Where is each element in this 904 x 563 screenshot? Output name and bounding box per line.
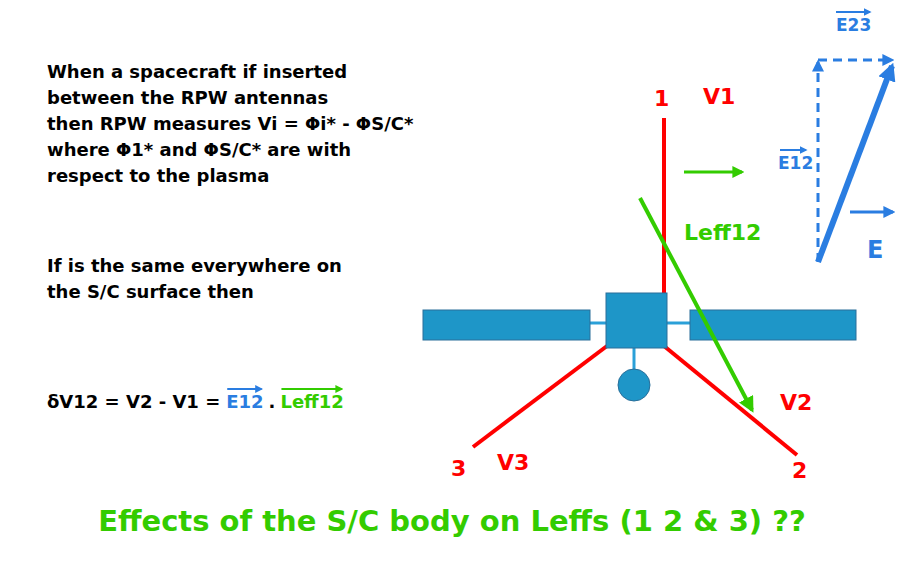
note-text: If is the same everywhere on [47, 256, 342, 277]
antenna-3 [473, 346, 607, 447]
solar-panel [423, 310, 590, 340]
leff-symbol: Leff12 [280, 392, 343, 413]
note-text: the S/C surface then [47, 282, 254, 303]
voltage-label: V1 [703, 84, 735, 109]
note-text: where Φ1* and ΦS/C* are with [47, 140, 351, 161]
vector-arrow [227, 388, 261, 390]
field-vector [818, 66, 892, 262]
note-text: then RPW measures Vi = Φi* - ΦS/C* [47, 114, 413, 135]
slide-title: Effects of the S/C body on Leffs (1 2 & … [98, 505, 806, 538]
vector-arrow [281, 388, 341, 390]
panel-strut [667, 322, 690, 325]
antenna-number: 2 [792, 458, 807, 483]
voltage-label: V2 [780, 390, 812, 415]
e12-component [817, 62, 820, 262]
note-text: When a spacecraft if inserted [47, 62, 347, 83]
antenna-number: 3 [451, 456, 466, 481]
spacecraft-body [606, 293, 667, 348]
note-text: respect to the plasma [47, 166, 269, 187]
note-text: between the RPW antennas [47, 88, 328, 109]
equation-text: δV12 = V2 - V1 = [47, 392, 220, 413]
vector-arrow [780, 149, 806, 151]
vector-arrow [684, 171, 742, 174]
e23-component [818, 59, 892, 62]
voltage-label: V3 [497, 450, 529, 475]
vector-arrow [836, 11, 870, 13]
antenna-2 [664, 346, 797, 455]
leff-label: Leff12 [684, 220, 761, 245]
antenna-number: 1 [654, 86, 669, 111]
field-symbol: E12 [226, 392, 263, 413]
field-label: E12 [778, 154, 813, 174]
panel-strut [590, 322, 606, 325]
field-direction [850, 211, 893, 214]
field-label: E23 [836, 16, 871, 36]
field-label: E [867, 237, 883, 265]
antenna-1 [662, 118, 666, 294]
antenna-dish [618, 369, 650, 401]
antenna-strut [633, 348, 636, 370]
dot-operator: . [269, 392, 276, 413]
